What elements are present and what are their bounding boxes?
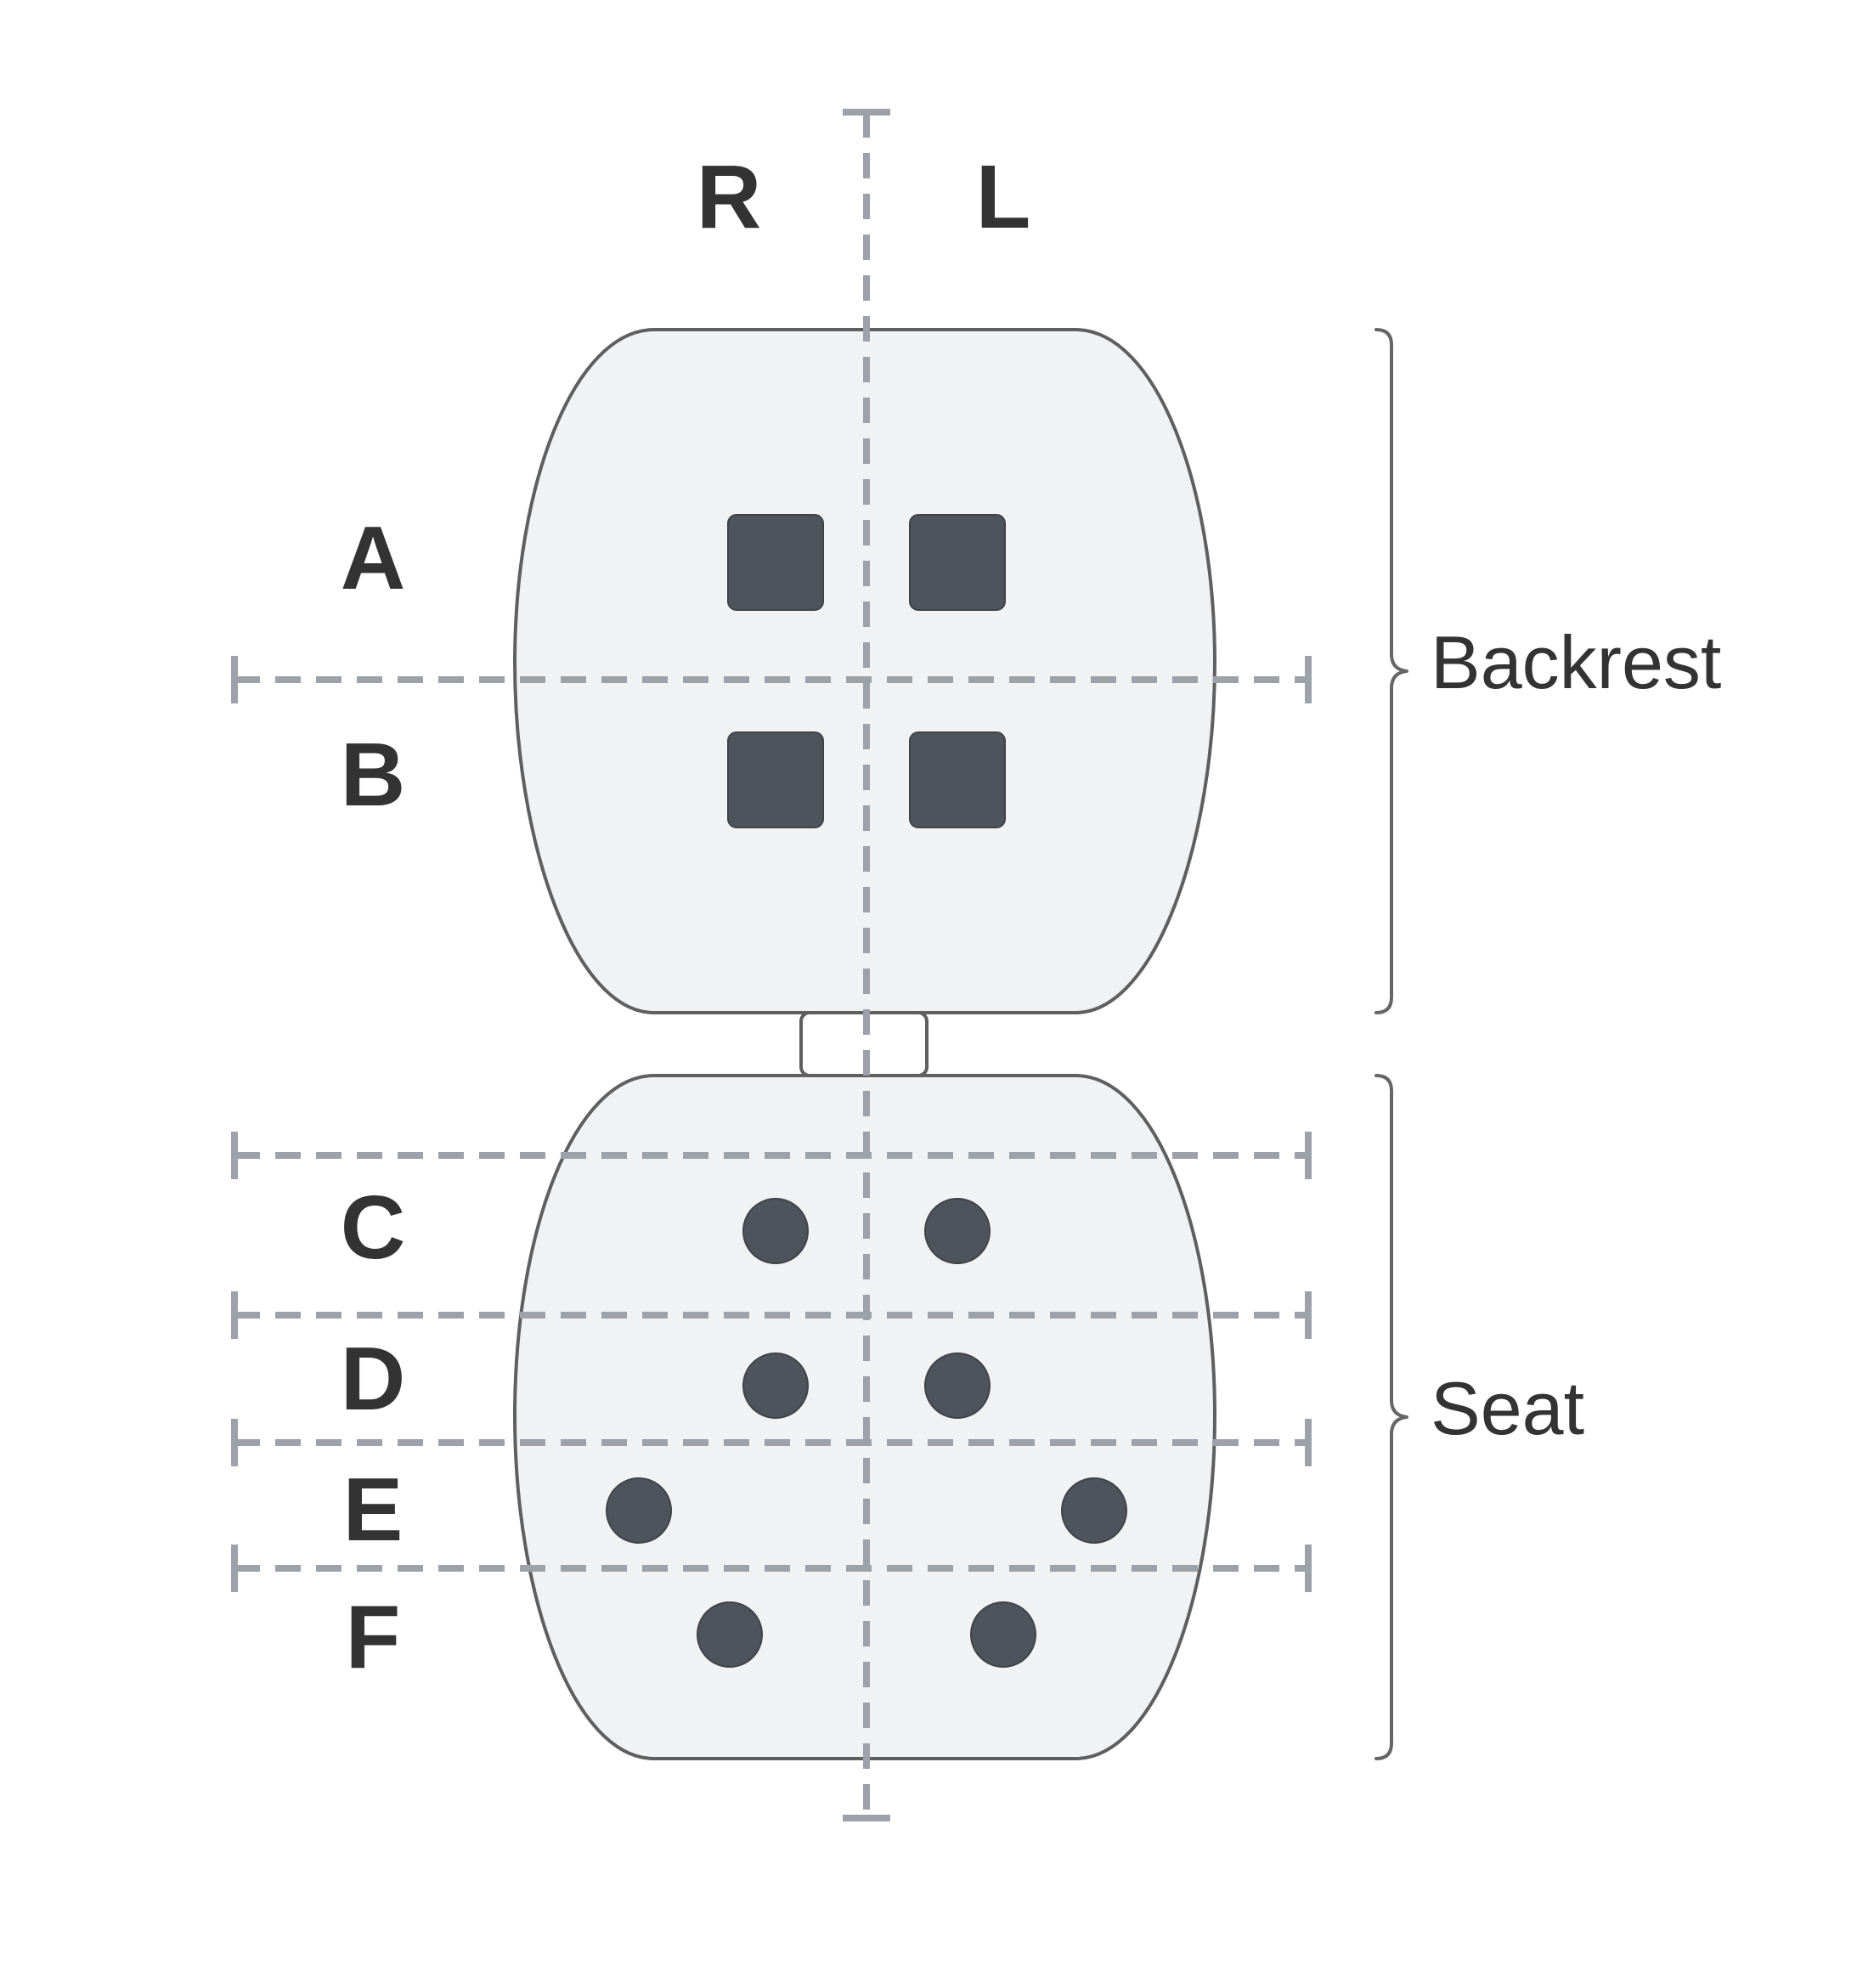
- backrest-brace: [1374, 328, 1408, 1014]
- region-label-backrest: Backrest: [1431, 620, 1721, 704]
- center-line: [843, 109, 890, 1821]
- sensor-a-left: [909, 514, 1006, 611]
- seat-brace: [1374, 1074, 1408, 1760]
- row-label-f: F: [346, 1587, 401, 1687]
- sensor-c-right: [742, 1198, 809, 1264]
- column-label-right: R: [697, 147, 762, 247]
- sensor-b-right: [727, 731, 824, 828]
- seat-sensors: [606, 1198, 1127, 1668]
- sensor-d-left: [924, 1353, 991, 1419]
- sensor-f-right: [697, 1601, 763, 1668]
- sensor-b-left: [909, 731, 1006, 828]
- row-label-d: D: [341, 1329, 406, 1429]
- sensor-a-right: [727, 514, 824, 611]
- backrest-sensors: [727, 514, 1006, 828]
- row-label-e: E: [343, 1460, 404, 1560]
- row-label-a: A: [341, 508, 406, 608]
- row-label-c: C: [341, 1178, 406, 1278]
- column-label-left: L: [976, 147, 1031, 247]
- row-label-b: B: [341, 725, 406, 825]
- sensor-f-left: [970, 1601, 1036, 1668]
- sensor-e-left: [1061, 1477, 1127, 1544]
- sensor-d-right: [742, 1353, 809, 1419]
- backrest-pad: [512, 328, 1217, 1014]
- zone-dividers: [231, 656, 1312, 1592]
- region-label-seat: Seat: [1431, 1366, 1584, 1450]
- sensor-c-left: [924, 1198, 991, 1264]
- sensor-e-right: [606, 1477, 672, 1544]
